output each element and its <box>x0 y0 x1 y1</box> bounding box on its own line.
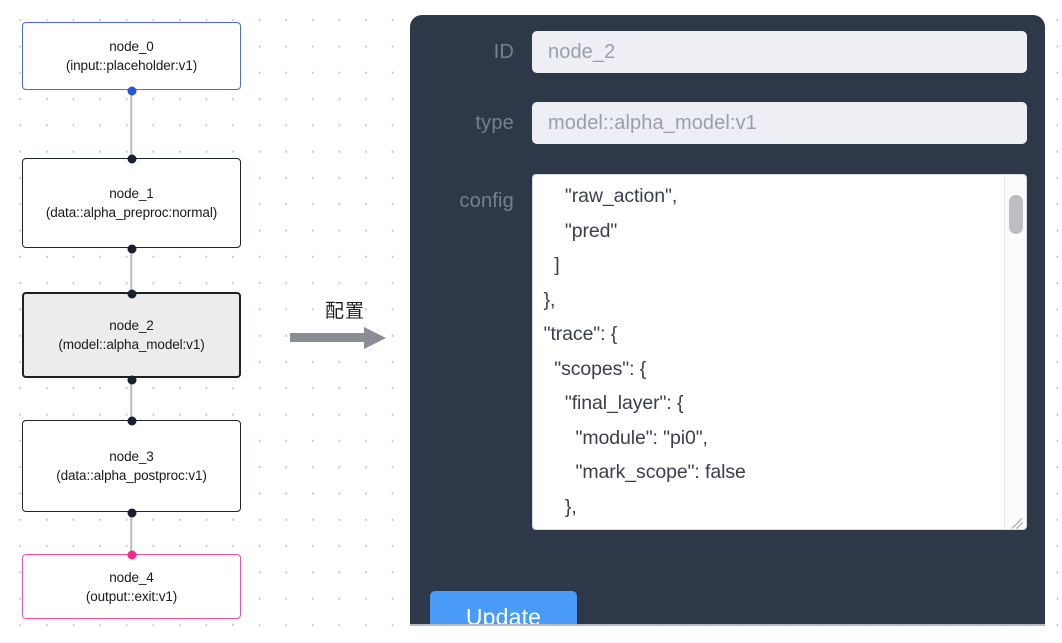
arrow-label: 配置 <box>324 300 365 322</box>
config-textarea-wrapper[interactable]: "raw_action", "pred" ] }, "trace": { "sc… <box>532 174 1027 530</box>
panel-bottom-edge <box>410 624 1045 626</box>
edge-node0-node1 <box>130 89 132 158</box>
node-handle-bottom[interactable] <box>127 244 136 254</box>
config-arrow-annotation: 配置 <box>290 296 400 349</box>
edge-node2-node3 <box>130 378 132 420</box>
node-label: node_4 <box>109 569 154 585</box>
type-field-label: type <box>475 111 514 134</box>
config-scrollbar-thumb[interactable] <box>1009 195 1023 234</box>
config-scrollbar[interactable] <box>1004 175 1026 529</box>
node-handle-top[interactable] <box>127 416 136 426</box>
right-arrow-icon <box>290 327 390 349</box>
id-input[interactable] <box>532 31 1027 73</box>
node-sublabel: (output::exit:v1) <box>85 588 178 604</box>
node-sublabel: (data::alpha_postproc:v1) <box>56 468 207 483</box>
node-handle-bottom[interactable] <box>127 86 136 96</box>
node-handle-top[interactable] <box>127 550 136 560</box>
node-sublabel: (data::alpha_preproc:normal) <box>45 205 218 220</box>
type-field-row: type <box>410 102 1045 144</box>
node-handle-top[interactable] <box>127 289 136 299</box>
config-field-row: config "raw_action", "pred" ] }, "trace"… <box>410 174 1045 530</box>
node-sublabel: (input::placeholder:v1) <box>65 58 198 73</box>
id-field-label: ID <box>493 40 514 63</box>
edge-node3-node4 <box>130 512 132 554</box>
flow-node-node_3[interactable]: node_3 (data::alpha_postproc:v1) <box>22 416 241 518</box>
node-handle-top[interactable] <box>127 154 136 164</box>
resize-handle-icon[interactable] <box>1007 510 1025 529</box>
edge-node1-node2 <box>130 248 132 292</box>
node-label: node_1 <box>109 186 154 201</box>
config-textarea[interactable]: "raw_action", "pred" ] }, "trace": { "sc… <box>543 185 746 518</box>
flow-node-node_1[interactable]: node_1 (data::alpha_preproc:normal) <box>22 154 241 254</box>
node-label: node_3 <box>109 449 154 464</box>
node-handle-bottom[interactable] <box>127 508 136 518</box>
flow-node-node_2[interactable]: node_2 (model::alpha_model:v1) <box>22 289 241 385</box>
type-input[interactable] <box>532 102 1027 144</box>
node-label: node_2 <box>109 318 154 333</box>
node-sublabel: (model::alpha_model:v1) <box>58 337 205 352</box>
node-config-panel: ID type config "raw_action", "pred" ] },… <box>410 15 1045 625</box>
node-label: node_0 <box>109 39 154 54</box>
config-field-label: config <box>459 190 514 212</box>
flow-node-node_0[interactable]: node_0 (input::placeholder:v1) <box>22 22 241 96</box>
update-button[interactable]: Update <box>430 591 577 625</box>
id-field-row: ID <box>410 31 1045 73</box>
node-handle-bottom[interactable] <box>127 375 136 385</box>
flow-node-node_4[interactable]: node_4 (output::exit:v1) <box>22 550 241 619</box>
